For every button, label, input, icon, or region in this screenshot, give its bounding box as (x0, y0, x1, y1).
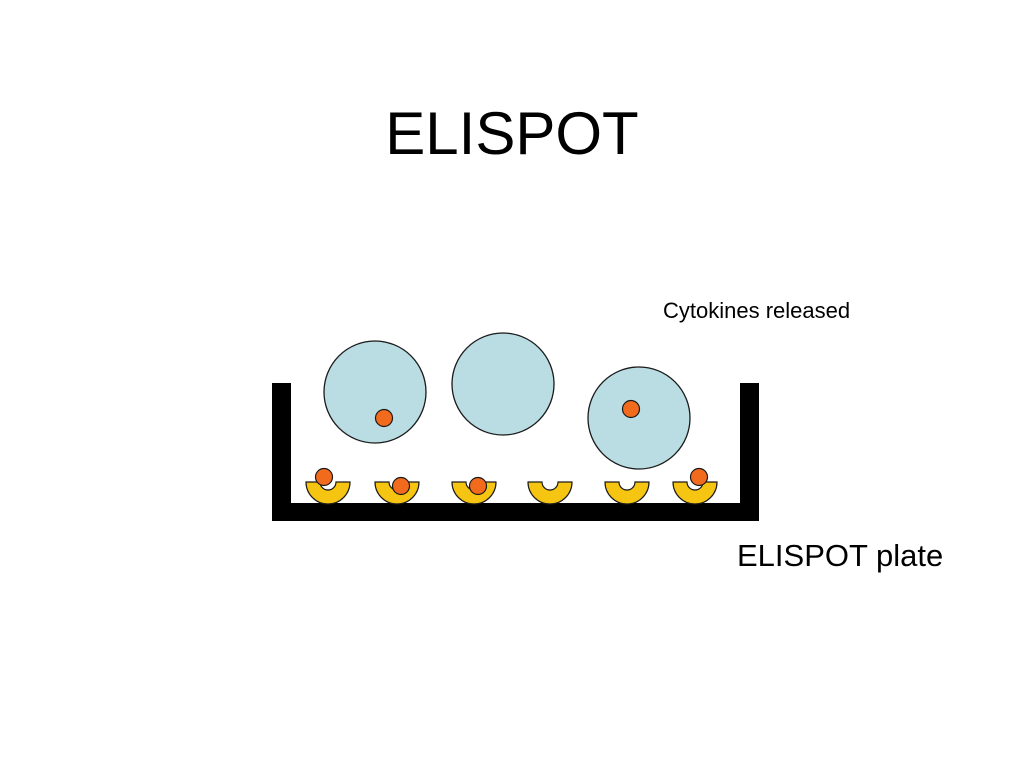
cell (587, 366, 691, 470)
cytokine (314, 467, 334, 487)
capture-antibody (604, 481, 650, 505)
cytokine (468, 476, 488, 496)
capture-antibody (672, 481, 718, 505)
cell (451, 332, 555, 436)
cytokine (391, 476, 411, 496)
cytokine (374, 408, 394, 428)
slide-title: ELISPOT (385, 100, 639, 167)
cytokines-label: Cytokines released (663, 298, 851, 323)
plate-left-wall (272, 383, 291, 521)
cytokines (314, 399, 709, 496)
plate-bottom (272, 503, 759, 521)
cell (323, 340, 427, 444)
capture-antibodies (305, 481, 718, 505)
capture-antibody (305, 481, 351, 505)
elispot-plate (272, 383, 759, 521)
cells (323, 332, 691, 470)
plate-label: ELISPOT plate (737, 538, 944, 573)
cytokine (621, 399, 641, 419)
plate-right-wall (740, 383, 759, 521)
capture-antibody (527, 481, 573, 505)
cytokine (689, 467, 709, 487)
